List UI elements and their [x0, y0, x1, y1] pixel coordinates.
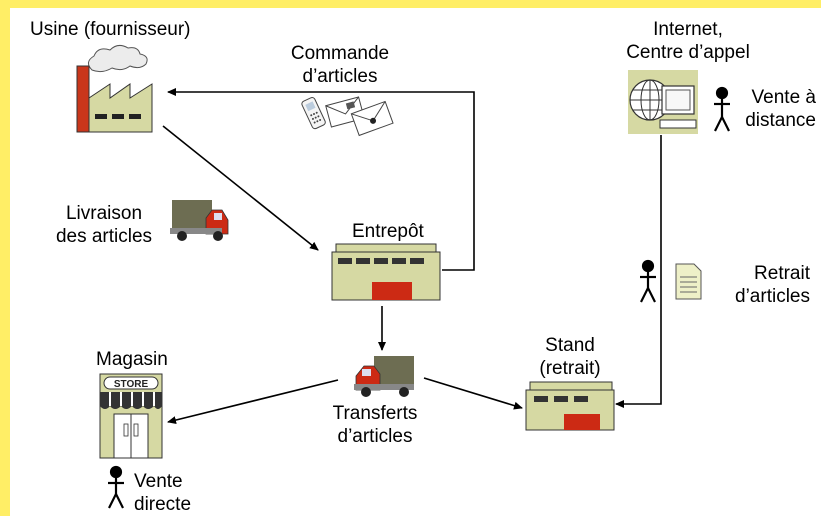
- person-icon: [714, 86, 730, 132]
- pickup-label: Retrait d’articles: [735, 263, 810, 307]
- truck-icon: [170, 200, 229, 241]
- store-sign: STORE: [114, 379, 149, 390]
- store-label: Magasin: [96, 349, 168, 370]
- delivery-label: Livraison des articles: [55, 203, 153, 247]
- warehouse-icon: [525, 381, 615, 431]
- transfer-to-stand-arrow: [423, 377, 523, 410]
- transfers-label: Transferts d’articles: [332, 403, 418, 447]
- internet-to-stand-arrow: [615, 135, 662, 408]
- internet-label: Internet, Centre d’appel: [626, 19, 750, 63]
- transfer-to-store-arrow: [167, 379, 339, 424]
- phone-icon: [301, 97, 326, 130]
- order-label: Commande d’articles: [290, 43, 390, 87]
- person-icon: [108, 465, 124, 509]
- order-arrow: [167, 88, 475, 271]
- stand-label: Stand (retrait): [539, 335, 601, 379]
- envelope-icon: [325, 96, 394, 137]
- direct-sale-label: Vente directe: [134, 471, 192, 515]
- person-icon: [640, 259, 656, 303]
- truck-icon: [354, 356, 414, 397]
- delivery-arrow: [162, 125, 319, 251]
- remote-sale-label: Vente à distance: [745, 87, 816, 131]
- document-icon: [675, 263, 702, 300]
- computer-icon: [628, 70, 698, 134]
- warehouse-icon: [331, 243, 441, 301]
- factory-label: Usine (fournisseur): [30, 19, 191, 40]
- factory-icon: [76, 44, 153, 133]
- warehouse-label: Entrepôt: [352, 221, 424, 242]
- store-icon: STORE: [99, 373, 163, 459]
